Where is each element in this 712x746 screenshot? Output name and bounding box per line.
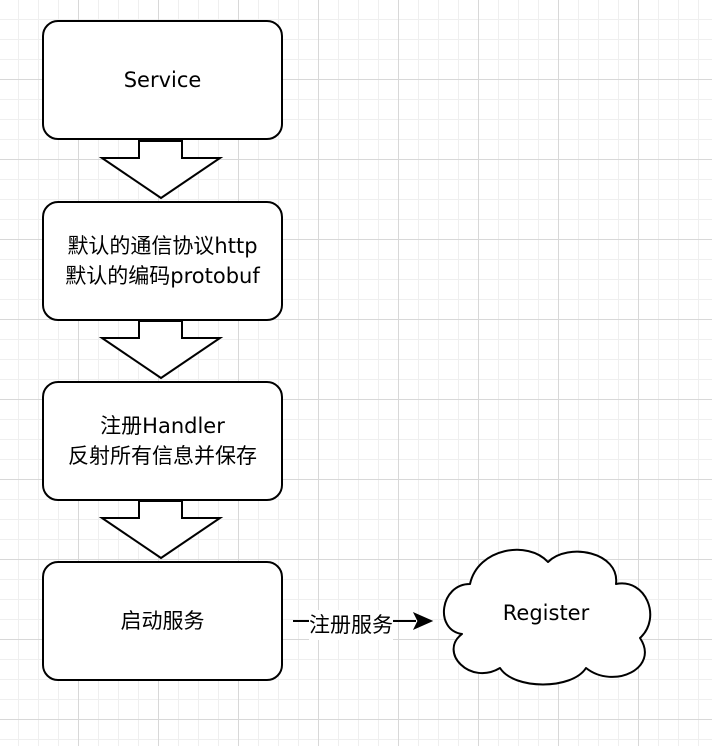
handler-node-line-1: 注册Handler [100,414,225,438]
start-service-node-line-1: 启动服务 [120,609,205,633]
start-service-node: 启动服务 [42,561,283,681]
protocol-node-line-2: 默认的编码protobuf [65,264,260,288]
register-edge-label: 注册服务 [309,610,393,640]
handler-node-line-2: 反射所有信息并保存 [68,444,257,468]
block-arrow-down-1 [98,140,224,200]
protocol-node: 默认的通信协议http 默认的编码protobuf [42,201,283,321]
block-arrow-down-2 [98,320,224,380]
register-cloud-shape [442,548,652,686]
register-edge-arrowhead [412,611,434,631]
block-arrow-down-3 [98,500,224,560]
service-node: Service [42,20,283,140]
protocol-node-line-1: 默认的通信协议http [67,234,258,258]
handler-node: 注册Handler 反射所有信息并保存 [42,381,283,501]
service-node-line-1: Service [123,68,202,92]
register-cloud-label: Register [502,601,590,625]
